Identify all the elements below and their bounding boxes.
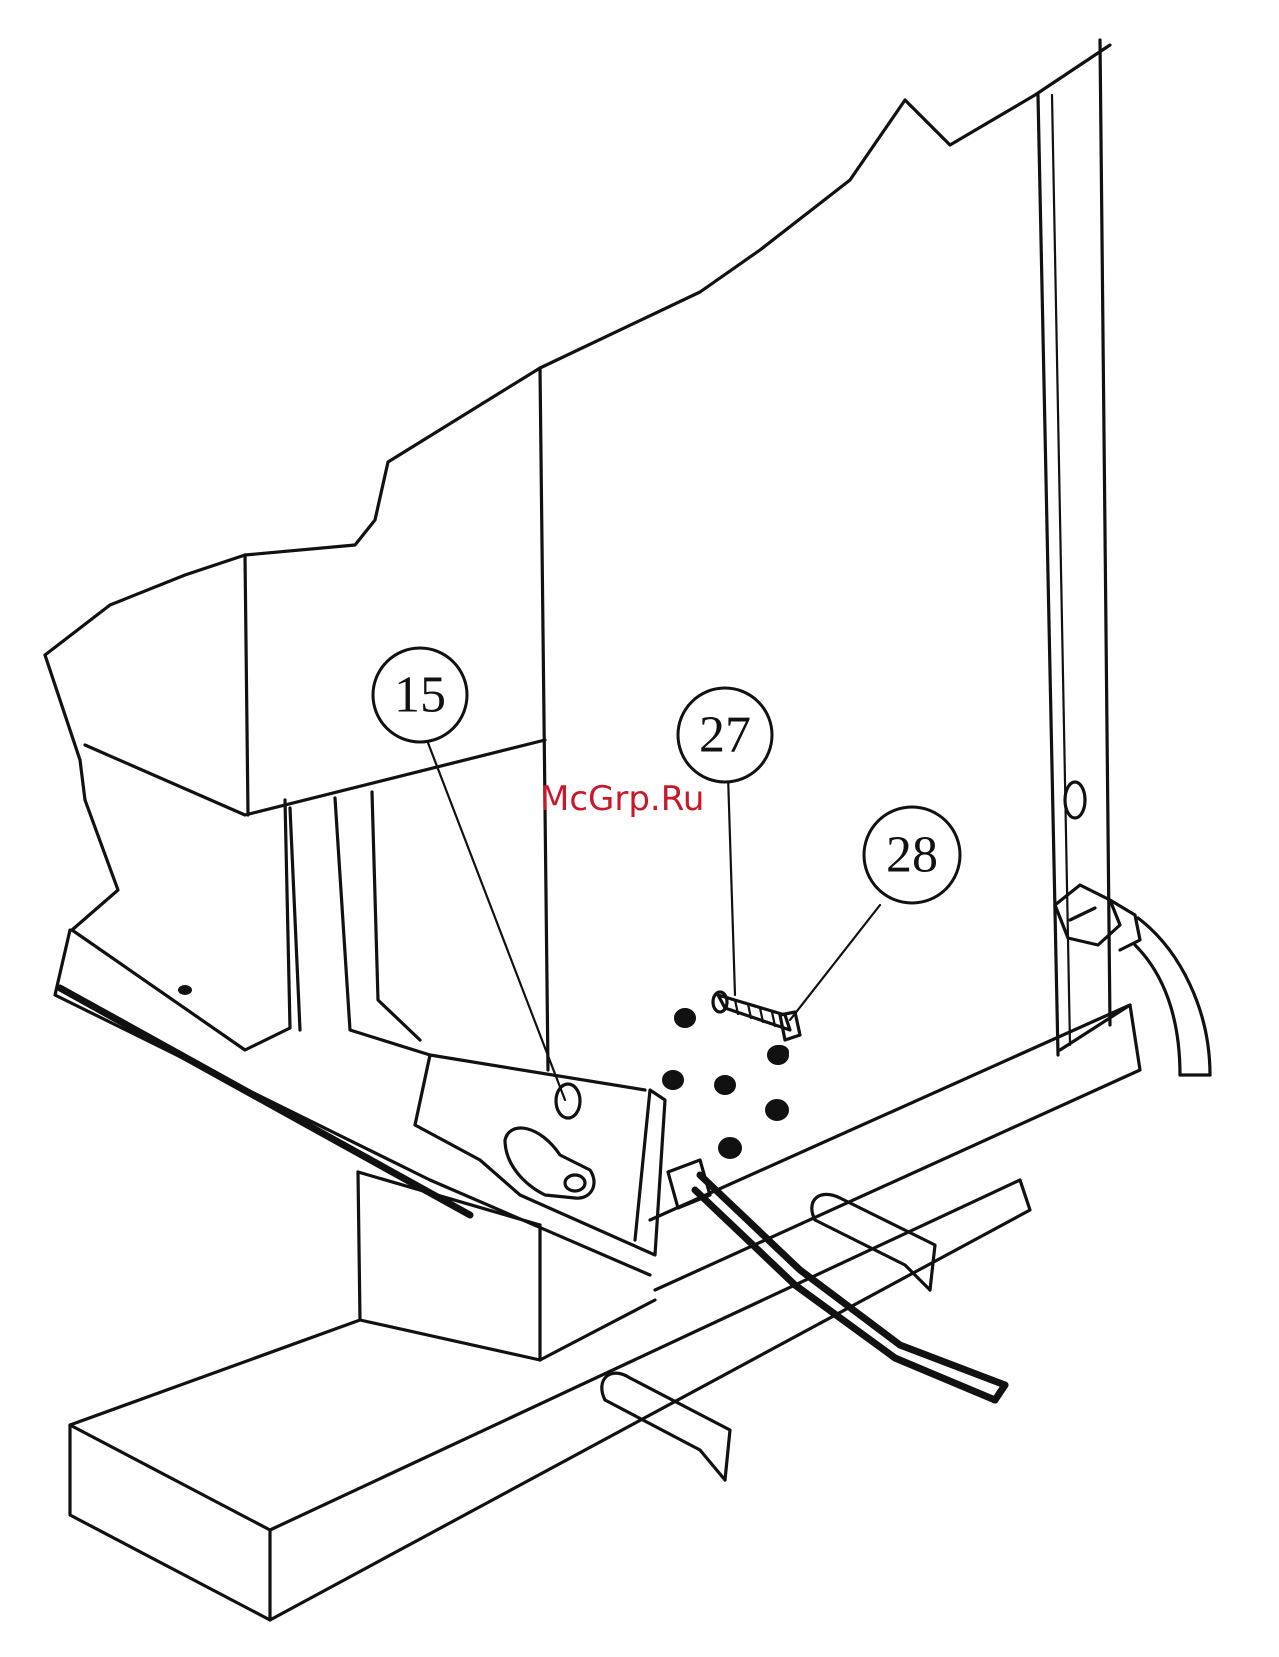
- callout-28: 28: [864, 807, 960, 903]
- rear-panel: [540, 40, 1110, 1070]
- callout-28-label: 28: [886, 827, 938, 884]
- bolt-pattern: [663, 1009, 788, 1158]
- callout-27: 27: [678, 688, 772, 782]
- callout-15: 15: [373, 648, 467, 742]
- left-housing: [45, 368, 545, 1055]
- callout-15-label: 15: [394, 667, 446, 724]
- callout-27-label: 27: [699, 707, 751, 764]
- screw-27: [713, 992, 790, 1030]
- watermark-text: McGrp.Ru: [540, 779, 704, 819]
- side-rail: [55, 930, 1140, 1290]
- base-block: [70, 1172, 1030, 1620]
